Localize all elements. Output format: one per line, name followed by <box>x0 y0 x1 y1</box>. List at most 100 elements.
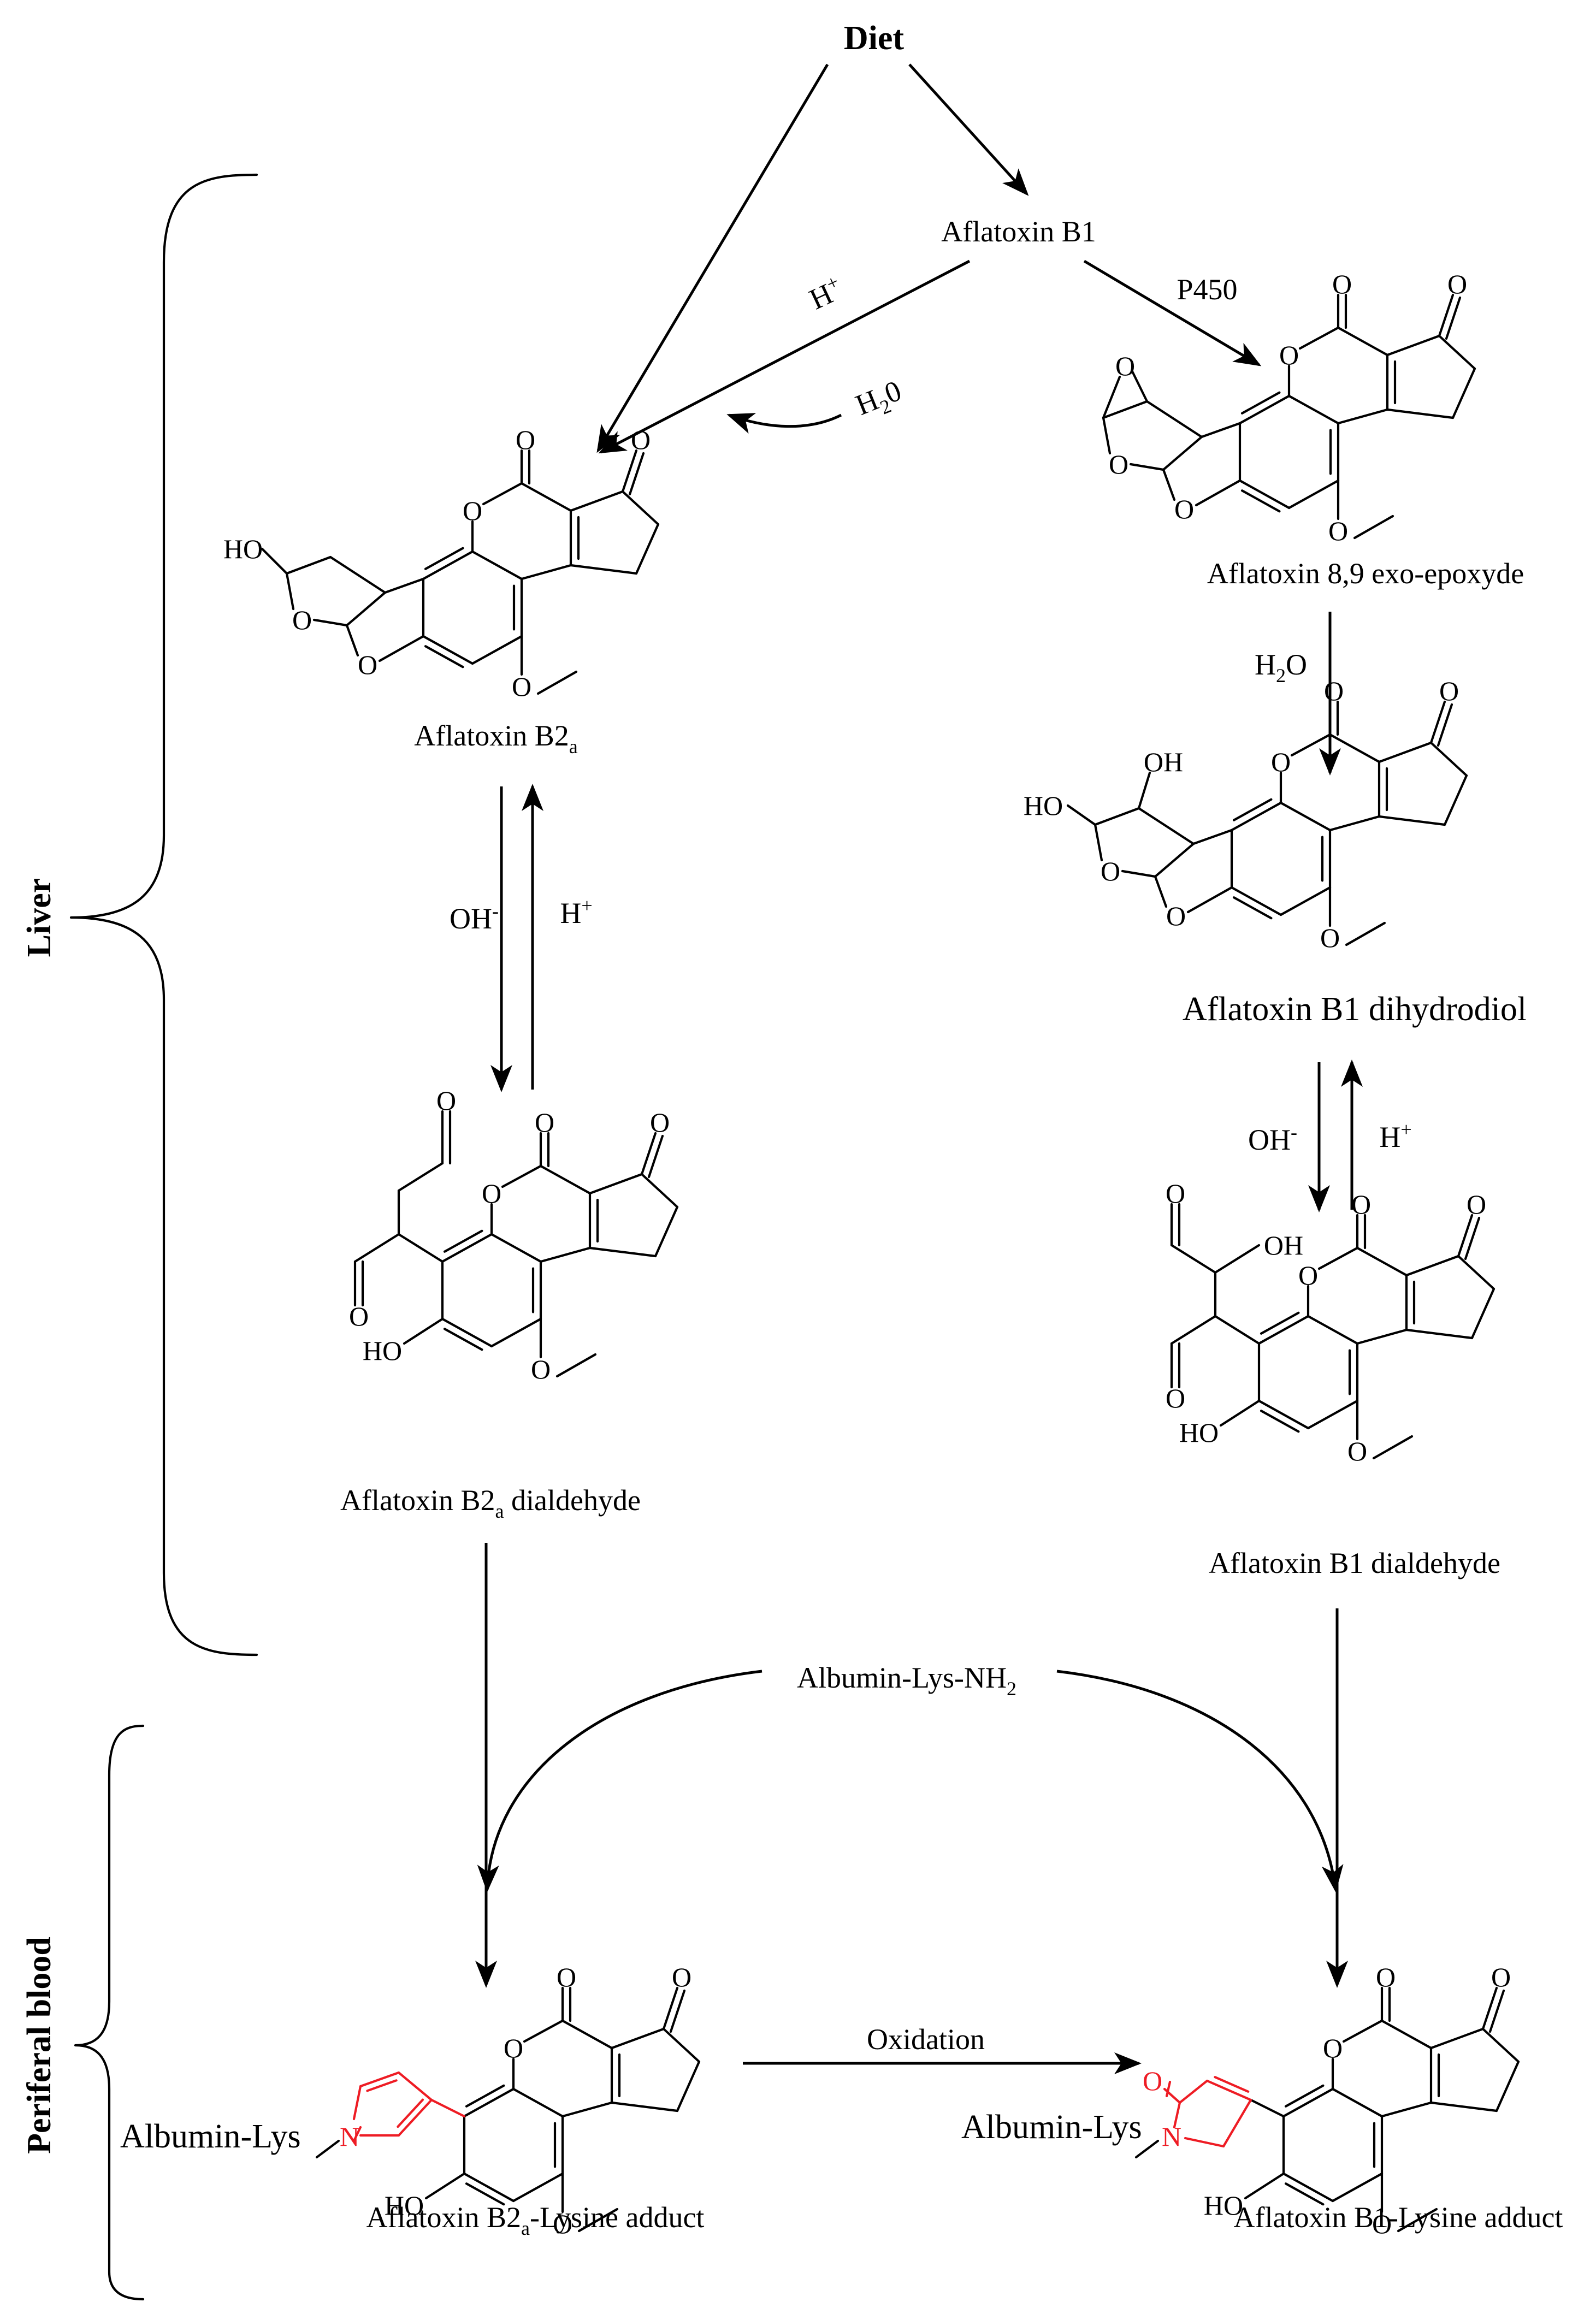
ring-oxygen: O <box>1271 747 1291 777</box>
ketone-oxygen: O <box>1467 1189 1486 1220</box>
bond <box>463 2172 515 2203</box>
bond <box>1438 334 1476 370</box>
phenol-hydroxyl: HO <box>1204 2190 1243 2221</box>
bond <box>1102 416 1112 455</box>
albumin-left-arrow <box>477 1670 762 1892</box>
bond <box>1214 1315 1261 1345</box>
bond <box>1429 700 1446 744</box>
aflatoxin-b2a-label: Aflatoxin B2a <box>414 719 577 757</box>
aldehyde-oxygen: O <box>436 1085 456 1116</box>
bond <box>443 1328 483 1351</box>
bond <box>1287 394 1340 425</box>
hydroxyl-label: OH <box>1144 747 1183 777</box>
bond <box>312 618 348 627</box>
bond <box>1356 1246 1408 1277</box>
bond <box>1307 1315 1359 1345</box>
bond <box>1380 2101 1433 2118</box>
ketone-oxygen: O <box>1447 269 1467 299</box>
h-plus-label-right: H+ <box>1379 1118 1411 1153</box>
bond <box>676 2060 701 2112</box>
bond <box>345 624 359 657</box>
hydroxyl-label: HO <box>223 534 263 564</box>
bond <box>1405 1328 1474 1340</box>
diet-to-afb1-arrow <box>908 63 1029 196</box>
bond <box>1154 842 1195 878</box>
aldehyde-oxygen: O <box>1166 1178 1185 1209</box>
bond <box>1134 2139 1160 2159</box>
bond <box>1457 1254 1495 1291</box>
bond <box>588 1173 643 1195</box>
epoxide-oxygen: O <box>1115 351 1135 381</box>
bond <box>1093 823 1103 862</box>
bond <box>621 449 638 493</box>
ring-oxygen: O <box>463 495 482 526</box>
methoxy-oxygen: O <box>1372 2209 1392 2239</box>
carbonyl-oxygen: O <box>1332 269 1352 299</box>
ketone-oxygen: O <box>672 1962 691 1992</box>
blood-label: Periferal blood <box>21 1937 58 2154</box>
b2a-lysine-label: Aflatoxin B2a-Lysine adduct <box>367 2201 705 2239</box>
bond <box>424 645 464 668</box>
phenol-hydroxyl: HO <box>1179 1417 1219 1448</box>
oxidation-label: Oxidation <box>867 2023 985 2056</box>
ring-oxygen: O <box>504 2033 523 2063</box>
bond <box>610 2101 679 2112</box>
bond <box>1249 2098 1285 2118</box>
bond <box>1230 886 1282 916</box>
bond <box>1244 2172 1285 2200</box>
furan-oxygen: O <box>1101 856 1120 886</box>
aldehyde-oxygen: O <box>1166 1383 1185 1413</box>
bond <box>403 1317 444 1345</box>
bond <box>1495 2060 1520 2112</box>
pyrrole-nitrogen: N <box>340 2121 359 2152</box>
bond <box>520 482 572 512</box>
bond <box>1200 422 1242 439</box>
bond <box>1284 2084 1325 2108</box>
bond <box>569 490 624 512</box>
bond <box>359 2071 400 2088</box>
h-plus-label-left: H+ <box>560 895 592 930</box>
bond <box>1240 489 1281 513</box>
bond <box>397 2098 424 2128</box>
bond <box>1230 801 1282 832</box>
bond <box>577 2208 619 2233</box>
hydroxyl-label: HO <box>1024 790 1063 821</box>
methoxy-oxygen: O <box>1320 922 1340 953</box>
bond <box>1345 921 1386 946</box>
bond <box>1282 2172 1334 2203</box>
bond <box>1457 1214 1474 1258</box>
aldehyde-oxygen: O <box>349 1301 369 1331</box>
bond <box>561 2019 613 2050</box>
bond <box>1154 875 1168 908</box>
carbonyl-oxygen: O <box>557 1962 576 1992</box>
bond <box>561 2101 613 2118</box>
ring-oxygen: O <box>1298 1260 1318 1291</box>
bond <box>1238 479 1291 510</box>
bond <box>1356 1328 1408 1345</box>
bond <box>1378 815 1446 826</box>
b1-lysine-label: Aflatoxin B1-Lysine adduct <box>1234 2201 1563 2234</box>
albumin-nh2-label: Albumin-Lys-NH2 <box>797 1661 1016 1700</box>
bond <box>1429 2101 1498 2112</box>
bond <box>654 1205 679 1258</box>
bond <box>1232 896 1273 920</box>
albumin-right-arrow <box>1056 1670 1344 1892</box>
bond <box>315 2139 340 2159</box>
oh-minus-label-right: OH- <box>1248 1121 1297 1156</box>
bond <box>1102 400 1149 419</box>
carbonyl-oxygen: O <box>535 1107 554 1138</box>
bond <box>1170 1315 1217 1345</box>
oh-minus-label-left: OH- <box>450 900 499 935</box>
bond <box>1429 741 1468 777</box>
bond <box>628 452 645 496</box>
bond <box>1328 733 1381 764</box>
bond <box>441 1317 493 1348</box>
